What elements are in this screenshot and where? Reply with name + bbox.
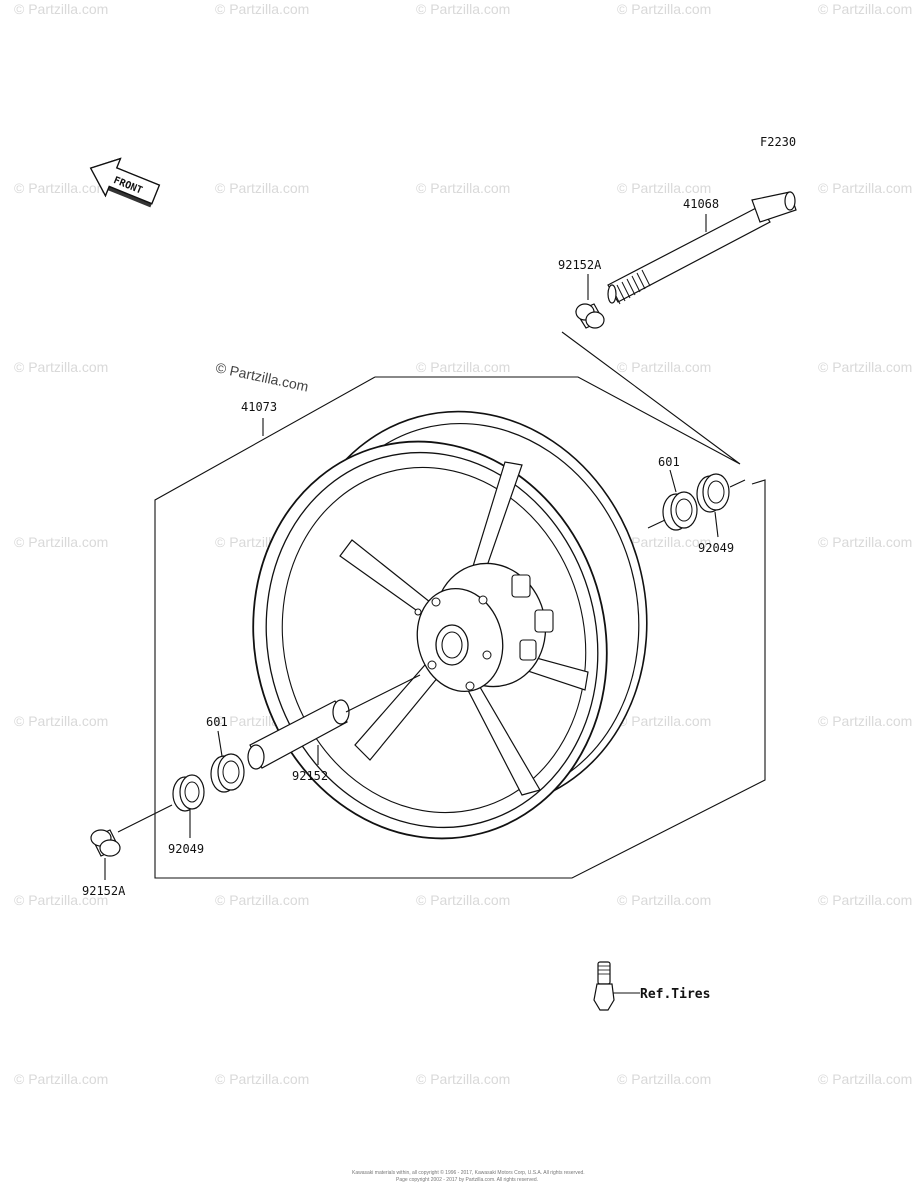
watermark: © Partzilla.com — [215, 892, 309, 908]
watermark: © Partzilla.com — [416, 892, 510, 908]
axle-part — [607, 191, 797, 305]
watermark: © Partzilla.com — [617, 892, 711, 908]
part-label-collar-bottom: 92152A — [82, 884, 126, 898]
watermark-main: © Partzilla.com — [214, 359, 310, 394]
watermark: © Partzilla.com — [818, 1, 912, 17]
bearing-left-part — [210, 753, 245, 793]
watermark: © Partzilla.com — [818, 892, 912, 908]
watermark: © Partzilla.com — [617, 180, 711, 196]
watermark-grid: © Partzilla.com © Partzilla.com © Partzi… — [14, 1, 912, 1087]
watermark: © Partzilla.com — [215, 1, 309, 17]
bearing-right-part — [662, 491, 698, 531]
watermark: © Partzilla.com — [617, 1, 711, 17]
leader-line — [714, 511, 719, 538]
leader-line — [117, 804, 173, 833]
wheel-part — [252, 410, 648, 840]
watermark: © Partzilla.com — [617, 1071, 711, 1087]
ref-tires-label: Ref.Tires — [640, 987, 710, 1002]
watermark: © Partzilla.com — [14, 359, 108, 375]
part-label-wheel: 41073 — [241, 400, 277, 414]
watermark: © Partzilla.com — [416, 1, 510, 17]
copyright-line-1: Kawasaki materials within, all copyright… — [352, 1169, 585, 1176]
seal-right-part — [696, 473, 730, 513]
part-label-bearing-left: 601 — [206, 715, 228, 729]
collar-bottom-part — [90, 829, 121, 857]
leader-line — [729, 479, 746, 488]
front-arrow-icon: FRONT — [89, 157, 161, 208]
part-label-axle: 41068 — [683, 197, 719, 211]
watermark: © Partzilla.com — [416, 180, 510, 196]
leader-line — [345, 674, 421, 713]
figure-code: F2230 — [760, 135, 796, 149]
collar-top-part — [575, 303, 605, 329]
watermark: © Partzilla.com — [14, 534, 108, 550]
watermark: © Partzilla.com — [416, 1071, 510, 1087]
watermark: © Partzilla.com — [818, 1071, 912, 1087]
watermark: © Partzilla.com — [617, 713, 711, 729]
copyright-line-2: Page copyright 2002 - 2017 by Partzilla.… — [396, 1177, 538, 1183]
watermark: © Partzilla.com — [14, 1071, 108, 1087]
assembly-frame — [375, 331, 741, 465]
valve-stem-part — [593, 961, 615, 1011]
leader-line — [669, 469, 677, 493]
watermark: © Partzilla.com — [617, 359, 711, 375]
watermark: © Partzilla.com — [818, 534, 912, 550]
watermark: © Partzilla.com — [215, 180, 309, 196]
part-label-collar-top: 92152A — [558, 258, 602, 272]
part-label-seal-left: 92049 — [168, 842, 204, 856]
watermark: © Partzilla.com — [14, 1, 108, 17]
leader-line — [217, 730, 223, 757]
assembly-frame — [154, 376, 766, 879]
watermark: © Partzilla.com — [14, 892, 108, 908]
watermark: © Partzilla.com — [818, 713, 912, 729]
watermark: © Partzilla.com — [617, 534, 711, 550]
spacer-part — [247, 699, 350, 770]
watermark: © Partzilla.com — [14, 180, 108, 196]
watermark: © Partzilla.com — [14, 713, 108, 729]
watermark: © Partzilla.com — [818, 180, 912, 196]
leader-line — [647, 519, 666, 529]
part-label-spacer: 92152 — [292, 769, 328, 783]
part-label-seal-right: 92049 — [698, 541, 734, 555]
seal-left-part — [172, 774, 205, 812]
watermark: © Partzilla.com — [818, 359, 912, 375]
part-label-bearing-right: 601 — [658, 455, 680, 469]
watermark: © Partzilla.com — [416, 359, 510, 375]
watermark: © Partzilla.com — [215, 1071, 309, 1087]
